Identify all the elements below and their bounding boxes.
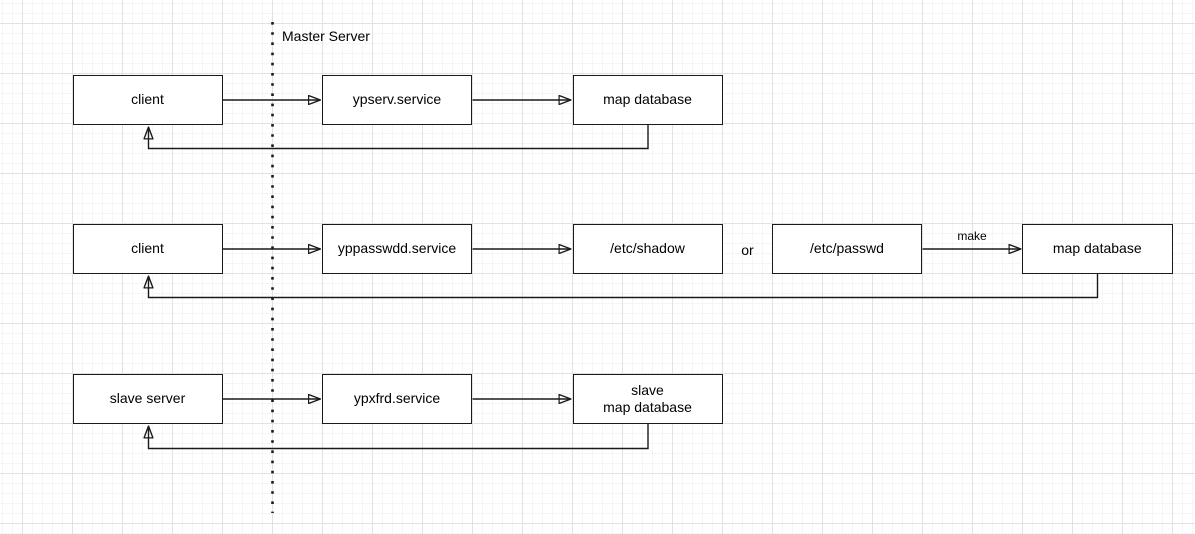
- node-client-row2[interactable]: client: [72, 224, 223, 274]
- node-map-database-row1[interactable]: map database: [572, 75, 723, 125]
- node-ypserv-service[interactable]: ypserv.service: [322, 75, 472, 125]
- edge-slavemapdb-to-slave-return[interactable]: [149, 424, 649, 450]
- node-label: slave map database: [603, 381, 692, 416]
- edge-mapdb-to-client-return[interactable]: [149, 125, 649, 150]
- node-label: client: [131, 91, 164, 108]
- master-server-label[interactable]: Master Server: [282, 28, 370, 44]
- node-label: ypserv.service: [352, 91, 442, 108]
- make-edge-label[interactable]: make: [957, 229, 987, 243]
- node-label: map database: [603, 91, 692, 108]
- node-ypxfrd-service[interactable]: ypxfrd.service: [322, 374, 472, 424]
- node-label: ypxfrd.service: [353, 390, 441, 407]
- node-label: slave server: [109, 390, 186, 407]
- node-label: map database: [1052, 240, 1142, 257]
- node-client-row1[interactable]: client: [72, 75, 223, 125]
- node-label: yppasswdd.service: [337, 240, 457, 257]
- node-map-database-row2[interactable]: map database: [1022, 224, 1173, 274]
- or-label[interactable]: or: [741, 241, 754, 258]
- node-slave-map-database[interactable]: slave map database: [572, 374, 723, 424]
- node-label: /etc/passwd: [810, 240, 884, 257]
- edge-mapdb2-to-client-return[interactable]: [149, 274, 1099, 299]
- node-label: client: [131, 240, 164, 257]
- node-label: /etc/shadow: [610, 240, 685, 257]
- node-slave-server[interactable]: slave server: [72, 374, 223, 424]
- node-yppasswdd-service[interactable]: yppasswdd.service: [322, 224, 472, 274]
- node-etc-shadow[interactable]: /etc/shadow: [572, 224, 723, 274]
- node-etc-passwd[interactable]: /etc/passwd: [772, 224, 922, 274]
